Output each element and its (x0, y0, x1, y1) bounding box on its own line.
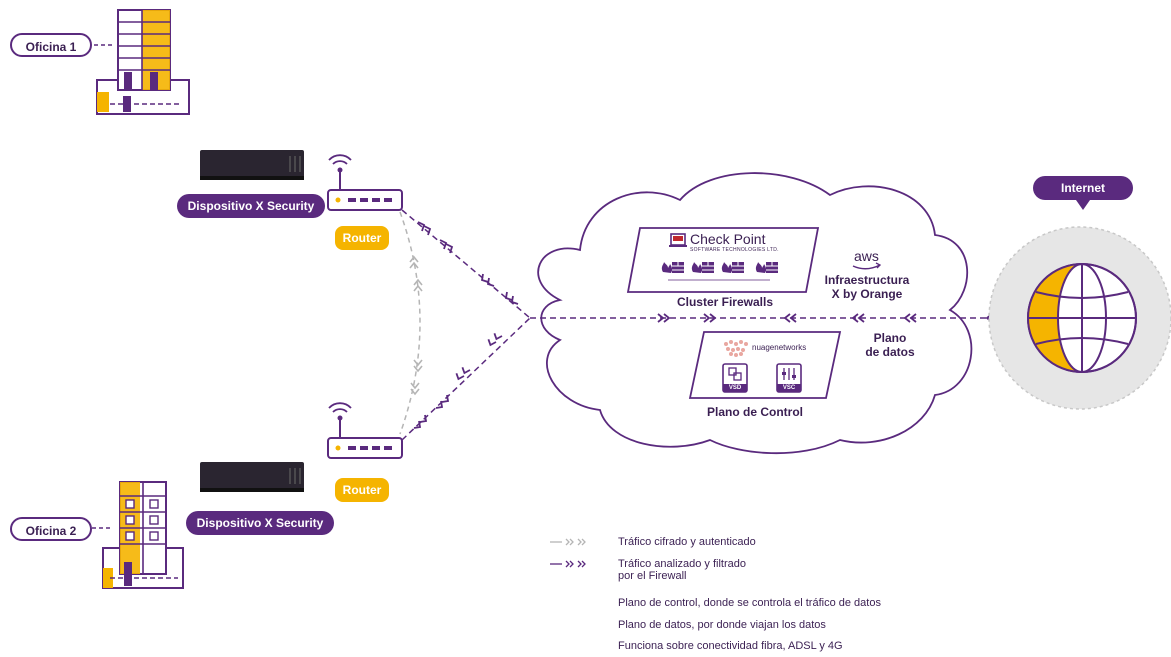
link-top (401, 209, 531, 319)
legend-item-1: Tráfico cifrado y autenticado (618, 536, 756, 548)
internet-pointer (1076, 200, 1090, 210)
checkpoint-subtitle: SOFTWARE TECHNOLOGIES LTD. (690, 247, 779, 253)
device-bottom-label: Dispositivo X Security (186, 511, 334, 535)
security-device-top-icon (200, 150, 304, 180)
aws-smile-icon (852, 264, 881, 270)
vsc-server-icon (776, 363, 802, 393)
checkpoint-brand: Check Point (690, 231, 766, 247)
control-plane-label: Plano de Control (707, 405, 803, 419)
office1-label: Oficina 1 (10, 33, 92, 57)
data-plane-label-line1: Plano (873, 331, 907, 345)
purple-arrow-icons-top (417, 221, 519, 305)
vsd-server-icon (722, 363, 748, 393)
gray-arrow-icons (409, 255, 423, 396)
cluster-firewalls-label: Cluster Firewalls (676, 295, 774, 309)
control-panel (688, 331, 842, 399)
nuage-logo-icon (724, 340, 748, 357)
purple-arrow-icons-bottom (413, 332, 503, 429)
data-plane-label-line2: de datos (865, 345, 915, 359)
legend-item-2-line1: Tráfico analizado y filtrado (618, 558, 746, 570)
aws-logo: aws (854, 248, 879, 264)
legend-item-3: Plano de control, donde se controla el t… (618, 597, 881, 609)
office2-building-icon (102, 481, 184, 589)
router-top-label: Router (335, 226, 389, 250)
encrypted-link-arc (399, 211, 421, 435)
nuage-logo: nuagenetworks (752, 343, 807, 352)
router-bottom-label: Router (335, 478, 389, 502)
vsd-label: VSD (728, 385, 742, 391)
vsc-label: VSC (782, 385, 796, 391)
router-bottom-icon (327, 402, 403, 459)
checkpoint-panel (626, 227, 820, 293)
legend-item-2-line2: por el Firewall (618, 570, 687, 582)
office2-label: Oficina 2 (10, 517, 92, 541)
router-top-icon (327, 154, 403, 211)
legend-item-5: Funciona sobre conectividad fibra, ADSL … (618, 640, 843, 652)
infra-label-line1: Infraestructura (824, 273, 910, 287)
security-device-bottom-icon (200, 462, 304, 492)
device-top-label: Dispositivo X Security (177, 194, 325, 218)
legend-purple-arrow-icon (550, 560, 586, 568)
firewall-icons (661, 262, 778, 281)
infra-label-line2: X by Orange (831, 287, 903, 301)
legend-item-4: Plano de datos, por donde viajan los dat… (618, 619, 826, 631)
legend-gray-arrow-icon (550, 538, 586, 546)
office1-building-icon (96, 9, 190, 115)
internet-label: Internet (1033, 176, 1133, 200)
globe-icon (1027, 263, 1137, 373)
